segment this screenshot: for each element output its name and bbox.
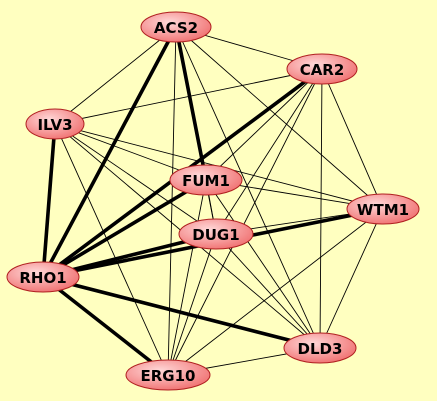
node-dug1[interactable]: DUG1	[178, 218, 254, 250]
node-ellipse-car2	[286, 53, 358, 85]
node-erg10[interactable]: ERG10	[125, 359, 211, 391]
edge-wtm1-erg10	[167, 208, 384, 376]
edge-car2-wtm1	[321, 68, 384, 210]
edge-car2-dug1	[215, 68, 323, 235]
node-label-wtm1: WTM1	[357, 201, 409, 219]
edge-dug1-dld3	[215, 233, 321, 349]
node-label-ilv3: ILV3	[37, 116, 72, 134]
edge-acs2-dld3	[175, 26, 321, 349]
node-ellipse-dld3	[283, 332, 357, 364]
edge-rho1-erg10	[41, 275, 170, 377]
edge-dug1-erg10	[167, 233, 217, 376]
node-car2[interactable]: CAR2	[286, 53, 358, 85]
node-label-dld3: DLD3	[298, 340, 343, 358]
edge-acs2-ilv3	[54, 26, 177, 125]
node-label-car2: CAR2	[300, 61, 345, 79]
node-label-fum1: FUM1	[182, 172, 230, 190]
node-rho1[interactable]: RHO1	[6, 261, 80, 293]
node-ellipse-erg10	[125, 359, 211, 391]
node-dld3[interactable]: DLD3	[283, 332, 357, 364]
edge-wtm1-dld3	[319, 208, 384, 349]
node-label-dug1: DUG1	[192, 226, 239, 244]
edge-ilv3-erg10	[54, 123, 169, 376]
edge-fum1-dld3	[205, 179, 321, 349]
edge-rho1-dld3	[41, 275, 322, 350]
edge-car2-erg10	[167, 68, 323, 376]
node-label-rho1: RHO1	[19, 269, 66, 287]
node-ellipse-rho1	[6, 261, 80, 293]
edge-fum1-erg10	[167, 179, 207, 376]
node-ellipse-ilv3	[25, 108, 85, 140]
edge-car2-fum1	[205, 68, 323, 181]
edge-acs2-wtm1	[175, 26, 384, 210]
node-ellipse-dug1	[178, 218, 254, 250]
node-ellipse-wtm1	[346, 193, 420, 225]
edge-ilv3-rho1	[41, 122, 57, 279]
edge-ilv3-dug1	[54, 123, 217, 235]
edge-acs2-rho1	[41, 25, 178, 279]
node-label-acs2: ACS2	[154, 19, 198, 37]
node-wtm1[interactable]: WTM1	[346, 193, 420, 225]
edge-fum1-rho1	[41, 178, 208, 279]
node-acs2[interactable]: ACS2	[140, 11, 212, 43]
node-ellipse-fum1	[169, 164, 243, 196]
node-ellipse-acs2	[140, 11, 212, 43]
node-ilv3[interactable]: ILV3	[25, 108, 85, 140]
edge-car2-dld3	[319, 68, 323, 349]
edge-car2-ilv3	[54, 68, 323, 125]
node-fum1[interactable]: FUM1	[169, 164, 243, 196]
node-label-erg10: ERG10	[141, 367, 196, 385]
